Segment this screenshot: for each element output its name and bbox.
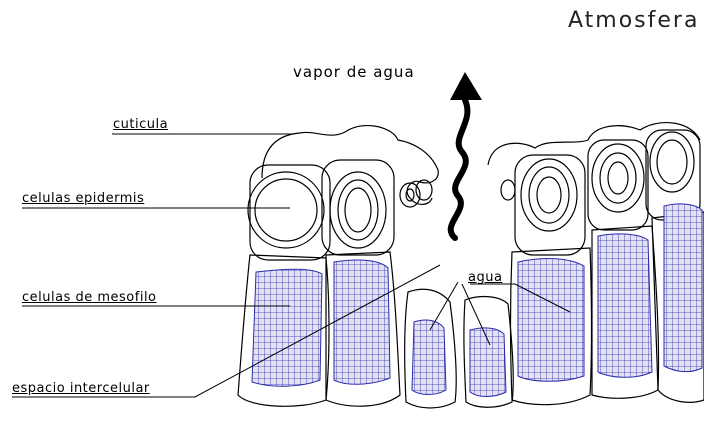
vapor-label: vapor de agua: [293, 63, 415, 81]
epidermis-cell-2: [322, 160, 394, 255]
epidermis-label: celulas epidermis: [22, 191, 144, 206]
epidermis-cell-3: [515, 155, 585, 255]
agua-label: agua: [468, 270, 502, 285]
mesofilo-label: celulas de mesofilo: [22, 290, 157, 305]
espacio-label: espacio intercelular: [12, 381, 150, 396]
cuticula-label: cuticula: [113, 117, 168, 132]
guard-cell-right: [501, 180, 515, 200]
epidermis-ring-1: [248, 172, 324, 248]
vapor-arrow-path: [451, 100, 468, 238]
vapor-arrow-head: [450, 72, 482, 100]
atmosphere-title: Atmosfera: [568, 8, 699, 33]
